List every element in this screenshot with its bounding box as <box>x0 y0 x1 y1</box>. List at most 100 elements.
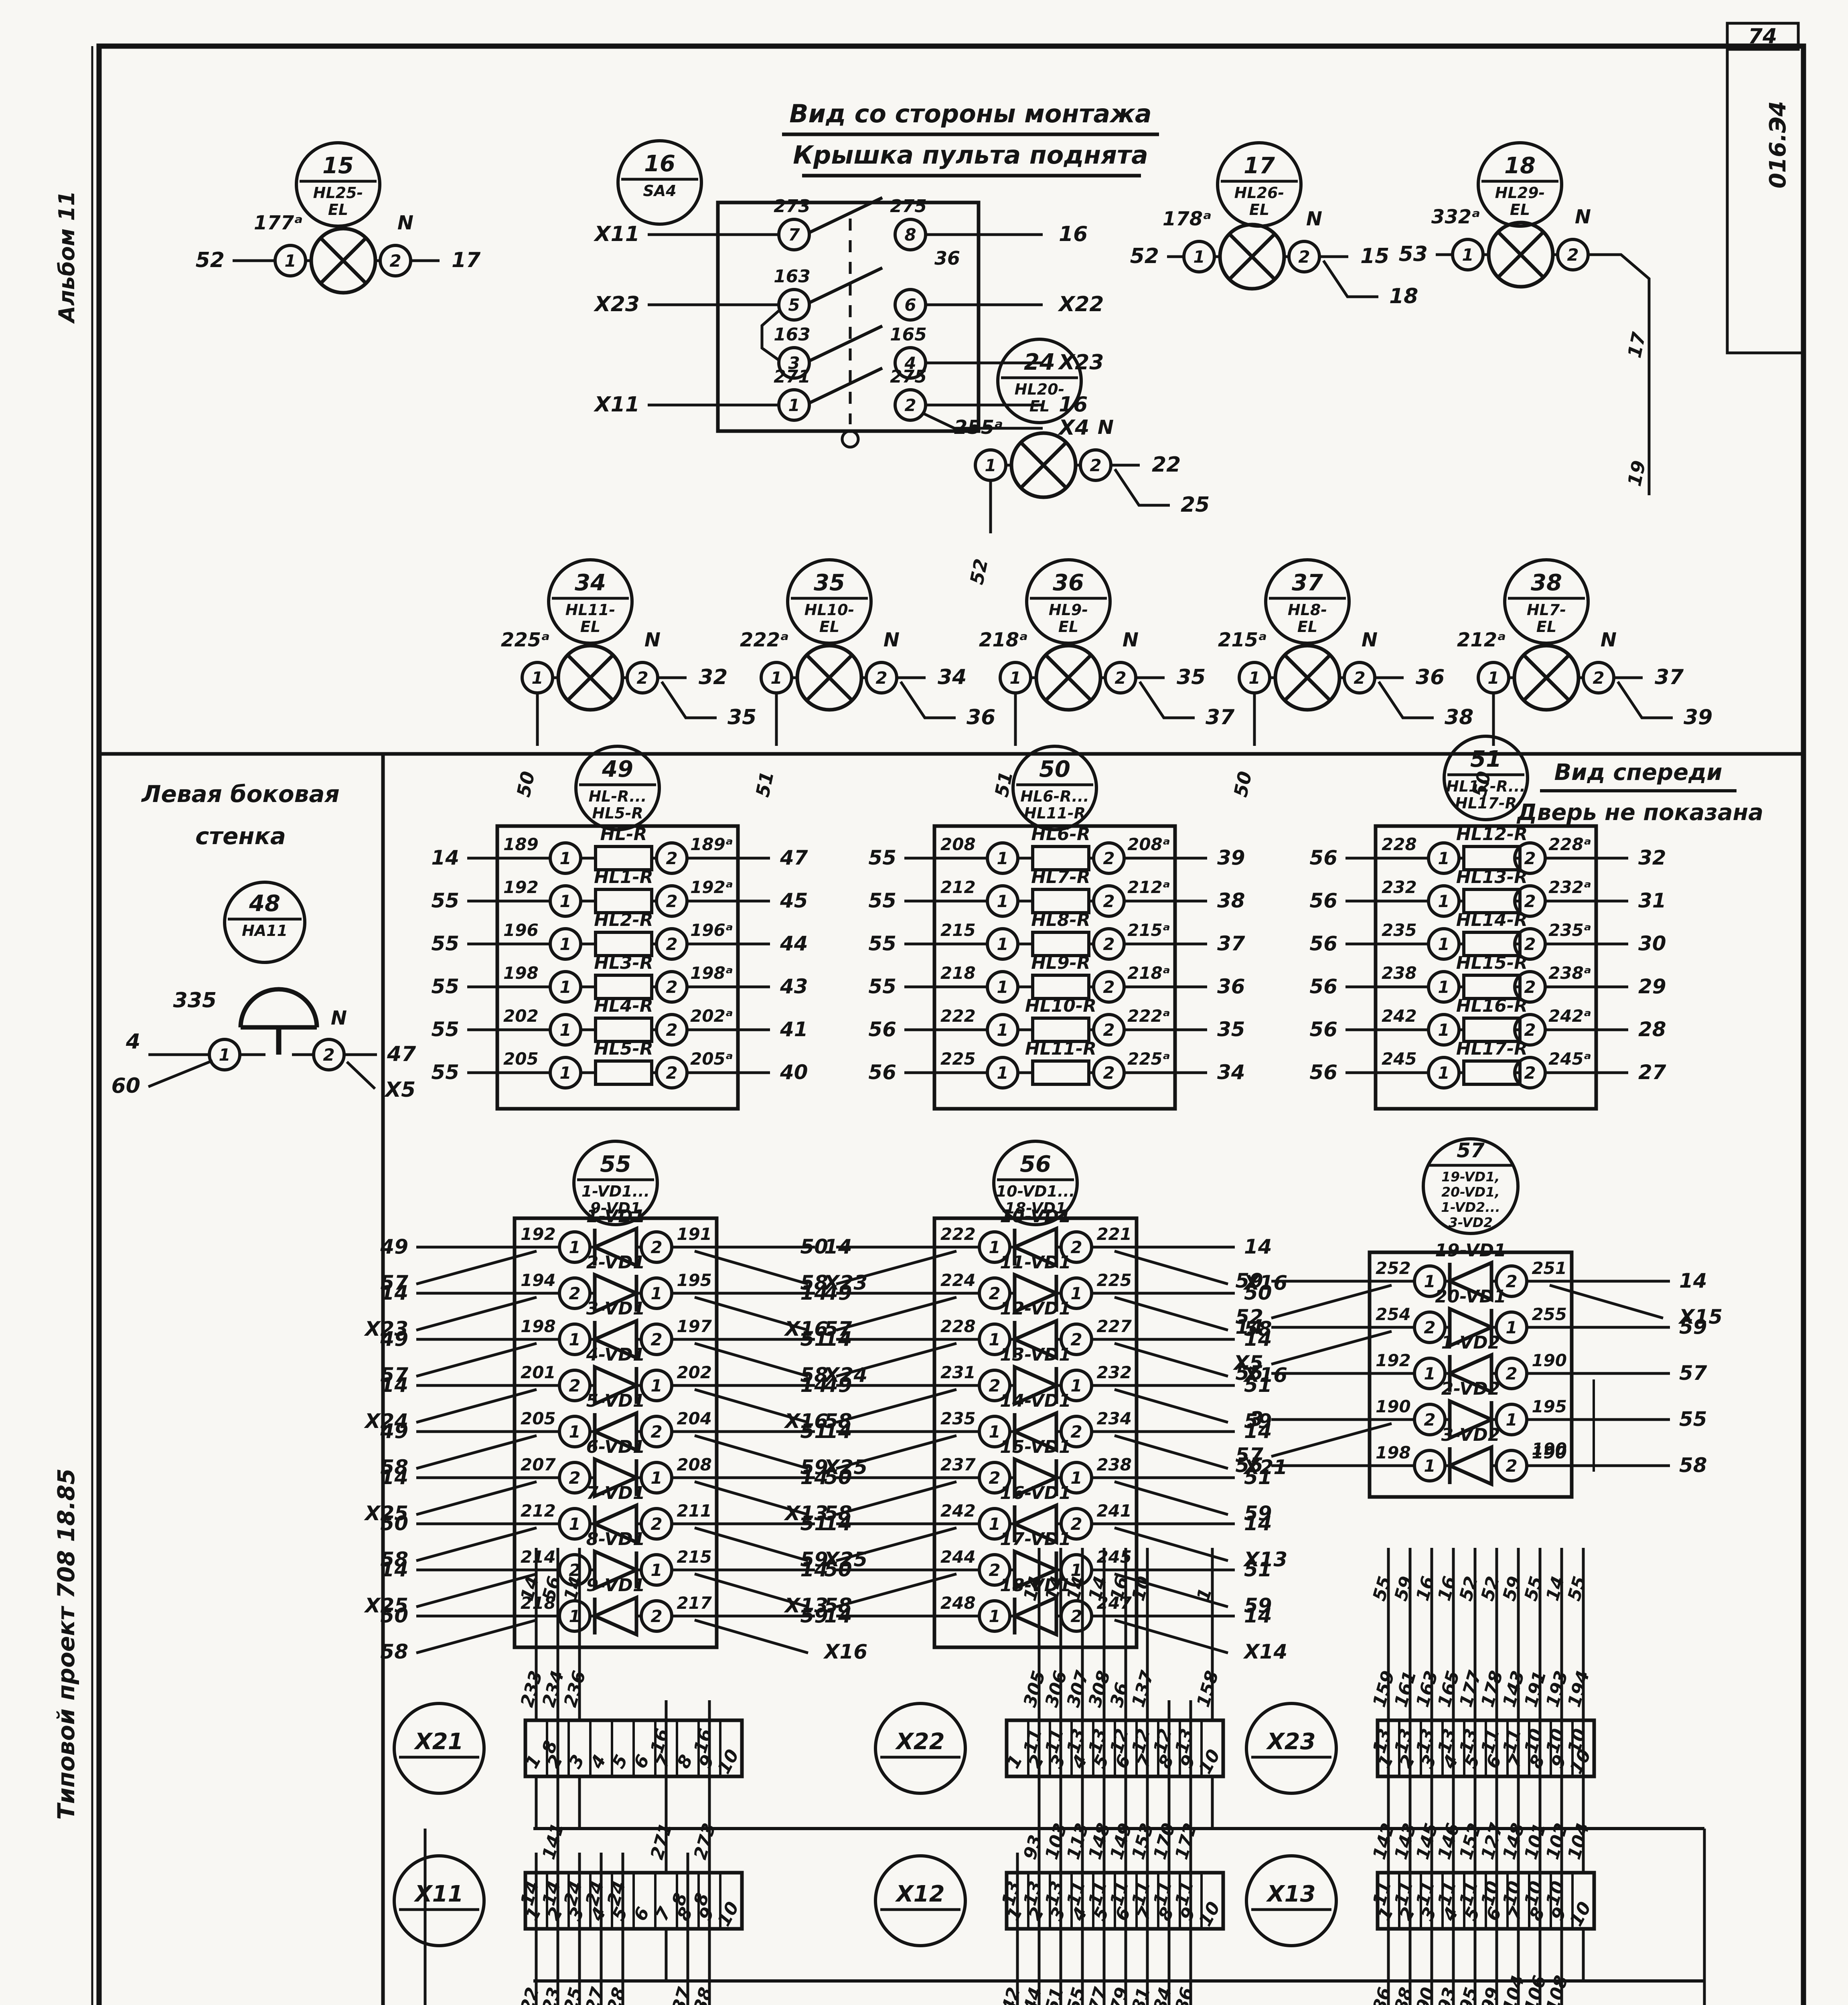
resistor-icon <box>1462 888 1522 914</box>
tag-number: 56 <box>1020 1151 1051 1177</box>
tag-ref: HL-R... <box>588 788 646 805</box>
wire-label: X16 <box>784 1410 828 1433</box>
wire-label: 225 <box>1096 1270 1132 1290</box>
terminal-number: 7 <box>788 225 800 245</box>
component-name: 1-VD1 <box>586 1206 645 1227</box>
component-name: 15-VD1 <box>1000 1437 1071 1457</box>
wire-label: 204 <box>677 1409 712 1428</box>
resistor-block-50: 50HL6-R...HL11-R552081HL6-R2208ᵃ39552121… <box>868 745 1245 1111</box>
wire-label: 51 <box>800 1420 828 1443</box>
component-name: 12-VD1 <box>1000 1298 1071 1319</box>
wire-label: 37 <box>1655 665 1684 689</box>
wire-number: 55 <box>1063 1985 1090 2005</box>
wire-label: 14 <box>1244 1235 1272 1258</box>
diode-icon <box>1010 1595 1058 1637</box>
terminal-number: 1 <box>569 1514 580 1534</box>
diode-block-56: 5610-VD1...18-VD15058222110-VD1222114X16… <box>784 1140 1287 1663</box>
terminal-number: 1 <box>1438 977 1449 997</box>
terminal-number: 1 <box>559 891 571 911</box>
wire <box>694 1296 808 1332</box>
tag-ref: HL10- <box>804 601 855 619</box>
wire-destination: 12 <box>1106 1726 1133 1756</box>
wire-label: 58 <box>380 1548 408 1571</box>
wire-destination: 13 <box>1063 1726 1090 1756</box>
wire-label: 232ᵃ <box>1548 877 1591 897</box>
wire-label: X23 <box>364 1317 408 1341</box>
diode-icon <box>593 1549 641 1591</box>
terminal-number: 2 <box>666 977 677 997</box>
diode-icon <box>590 1595 638 1637</box>
wire <box>694 1250 808 1286</box>
wire-label: 56 <box>868 1018 896 1041</box>
diode-icon <box>1013 1272 1061 1314</box>
wire-label: 235ᵃ <box>1548 920 1591 940</box>
wire-label: X16 <box>1243 1271 1287 1294</box>
terminal-number: 2 <box>1070 1237 1082 1257</box>
wire-destination: 11 <box>1063 1879 1090 1908</box>
wire-label: 221 <box>1096 1224 1132 1244</box>
wire-number: 86 <box>1171 1985 1198 2005</box>
wire-destination: 10 <box>1521 1726 1547 1756</box>
tag-circle <box>992 1140 1079 1226</box>
wire-label: 190 <box>1532 1443 1567 1462</box>
wire-label: N <box>1306 208 1322 230</box>
wire-label: 35 <box>1217 1018 1245 1041</box>
wire-label: 51 <box>1244 1466 1272 1489</box>
resistor-icon <box>594 931 653 957</box>
wire-label: 31 <box>1638 889 1666 912</box>
wire-label: 238 <box>1096 1455 1132 1474</box>
wire-destination: 13 <box>1456 1726 1482 1756</box>
component-name: 14-VD1 <box>1000 1391 1071 1411</box>
tag-circle <box>1216 141 1303 228</box>
terminal-number: 2 <box>989 1468 1000 1488</box>
wire-label: 51 <box>800 1327 828 1351</box>
wire-destination: 52 <box>1456 1574 1482 1603</box>
album-label: Альбом 11 <box>54 191 79 324</box>
connector-tag-circle <box>393 1854 486 1947</box>
tag-ref: EL <box>580 618 600 636</box>
terminal-number: 1 <box>531 668 543 688</box>
terminal-number: 2 <box>666 849 677 868</box>
wire <box>1114 468 1170 507</box>
wire-destination: 10 <box>1477 1879 1504 1908</box>
wire-label: 238ᵃ <box>1548 963 1591 983</box>
drawing-frame <box>96 43 1806 2005</box>
wire-label: 218 <box>940 963 976 983</box>
resistor-icon <box>1031 845 1090 871</box>
wire-label: 16 <box>1059 222 1088 246</box>
terminal-number: 2 <box>650 1422 662 1442</box>
tag-number: 37 <box>1292 570 1323 596</box>
wire-label: N <box>883 629 900 651</box>
wire-label: 14 <box>800 1373 828 1397</box>
wire-label: 30 <box>1638 932 1666 955</box>
wire-label: 335 <box>173 988 217 1013</box>
terminal-number: 1 <box>1462 245 1473 265</box>
tag-ref: EL <box>1058 618 1078 636</box>
terminal-number: 2 <box>1524 891 1536 911</box>
terminal-number: 1 <box>1438 1063 1449 1083</box>
left-wall-title-2: стенка <box>195 822 286 850</box>
terminal-number: 1 <box>989 1330 1000 1349</box>
wire-number: 37 <box>669 1985 695 2005</box>
wire-label: 55 <box>1679 1408 1707 1431</box>
tag-ref: HL7- <box>1527 601 1566 619</box>
wire-destination: 24 <box>604 1879 630 1908</box>
wire-destination: 55 <box>1521 1574 1547 1603</box>
wire-label: 50 <box>1230 769 1256 799</box>
wire-number: 95 <box>1456 1985 1482 2005</box>
wire-destination: 13 <box>1171 1726 1198 1756</box>
attachment-boundary <box>1726 49 1803 354</box>
resistor-icon <box>1031 888 1090 914</box>
terminal-number: 2 <box>389 251 401 271</box>
wire <box>836 1434 957 1470</box>
tag-circle <box>1503 558 1590 645</box>
wire-label: 238 <box>1382 963 1417 983</box>
wire-label: X25 <box>364 1594 408 1617</box>
diode-block-55: 551-VD1...9-VD1495719211-VD1219114X2314X… <box>364 1140 867 1663</box>
wire-label: 58 <box>1679 1454 1707 1477</box>
wire-destination: 13 <box>1369 1726 1396 1756</box>
component-name: 7-VD1 <box>586 1483 645 1503</box>
resistor-icon <box>594 1059 653 1086</box>
wire-label: 232 <box>1096 1363 1132 1382</box>
